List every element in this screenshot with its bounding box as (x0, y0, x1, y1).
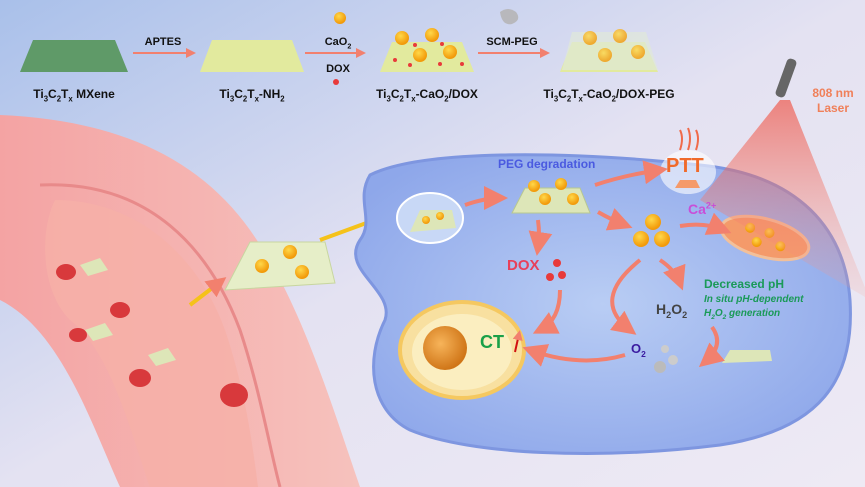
text-segment: x (411, 95, 416, 104)
text-segment: T (404, 87, 412, 101)
ct-label: CT (480, 332, 504, 352)
text-segment: C (391, 87, 400, 101)
text-segment: 2 (710, 314, 715, 321)
red-blood-cell (129, 369, 151, 387)
text-segment: x (255, 95, 260, 104)
text-segment: 2 (666, 310, 671, 320)
label-nh2: Ti3C2Tx-NH2 (219, 87, 285, 104)
nanosheet (80, 258, 108, 276)
laser-beam (700, 100, 865, 298)
text-segment: 2 (612, 95, 617, 104)
text-segment: 2 (567, 95, 572, 104)
red-blood-cell (220, 383, 248, 407)
text-segment: O (631, 341, 641, 356)
nanosheet (148, 348, 176, 366)
text-segment: x (579, 95, 584, 104)
o2-label: O2 (631, 341, 646, 359)
text-segment: C (558, 87, 567, 101)
cao2-particle (633, 231, 649, 247)
text-segment: -CaO (416, 87, 445, 101)
h2o2-generation-label: H2O2 generation (704, 308, 780, 321)
label-cao2-dox-peg: Ti3C2Tx-CaO2/DOX-PEG (543, 87, 674, 104)
text-segment: 2 (347, 42, 351, 50)
text-segment: 3 (387, 95, 392, 104)
cao2-particle (654, 231, 670, 247)
text-segment: T (61, 87, 69, 101)
text-segment: C (48, 87, 57, 101)
text-segment: O (715, 308, 723, 319)
increase-arrow-icon (512, 330, 523, 353)
text-segment: 2 (243, 95, 248, 104)
text-segment: -CaO (583, 87, 612, 101)
text-segment: 3 (44, 95, 49, 104)
label-mxene: Ti3C2Tx MXene (33, 87, 115, 104)
laser-device (775, 58, 797, 98)
text-segment: H (704, 308, 712, 319)
text-segment: H (656, 301, 666, 317)
arrow (188, 277, 227, 307)
text-segment: x (68, 95, 73, 104)
text-segment: T (247, 87, 255, 101)
text-segment: 3 (230, 95, 235, 104)
text-segment: T (571, 87, 579, 101)
text-segment: CaO (325, 36, 348, 48)
peg-degradation-label: PEG degradation (498, 157, 595, 171)
text-segment: 2 (400, 95, 405, 104)
mxene-sheet (20, 40, 128, 72)
text-segment: 3 (554, 95, 559, 104)
ptt-label: PTT (666, 155, 704, 177)
text-segment: Ti (543, 87, 553, 101)
text-segment: 2+ (706, 200, 716, 210)
nucleus (398, 300, 526, 400)
text-segment: MXene (73, 87, 115, 101)
text-segment: generation (726, 308, 780, 319)
text-segment: 2 (641, 349, 646, 359)
text-segment: Ti (219, 87, 229, 101)
pathway-arrows (464, 160, 732, 368)
text-segment: 2 (722, 314, 727, 321)
decreased-ph-label: Decreased pH (704, 277, 784, 291)
h2o2-label: H2O2 (656, 301, 687, 320)
text-segment: /DOX-PEG (616, 87, 675, 101)
dox-label: DOX (507, 257, 540, 274)
text-segment: /DOX (449, 87, 478, 101)
nanosheet (85, 323, 113, 341)
nh2-sheet (200, 40, 304, 72)
text-segment: Ti (33, 87, 43, 101)
label-scm-peg: SCM-PEG (486, 36, 537, 48)
synthesis-row (20, 9, 658, 85)
red-blood-cell (69, 328, 87, 342)
nanosheet-large (224, 241, 336, 291)
label-cao2: CaO2 (325, 36, 352, 50)
nanosheet-residual (722, 350, 772, 363)
cao2-icon (334, 12, 346, 24)
red-blood-cell (110, 302, 130, 318)
text-segment: 2 (280, 95, 285, 104)
text-segment: O (671, 301, 682, 317)
label-aptes: APTES (145, 36, 182, 48)
text-segment: Ti (376, 87, 386, 101)
laser-label: Laser (817, 101, 849, 115)
label-cao2-dox: Ti3C2Tx-CaO2/DOX (376, 87, 478, 104)
cao2-particle (645, 214, 661, 230)
label-dox: DOX (326, 63, 351, 75)
laser (700, 58, 865, 298)
text-segment: -NH (259, 87, 280, 101)
text-segment: 2 (444, 95, 449, 104)
red-blood-cell (56, 264, 76, 280)
peg-icon (500, 9, 519, 25)
cao2-dox-sheet (380, 42, 474, 72)
laser-wavelength: 808 nm (812, 86, 853, 100)
ca-label: Ca2+ (688, 200, 716, 217)
dox-icon (333, 79, 339, 85)
in-situ-label: In situ pH-dependent (704, 294, 804, 305)
text-segment: 2 (682, 310, 687, 320)
text-segment: Ca (688, 201, 706, 217)
text-segment: 2 (57, 95, 62, 104)
blood-vessel (0, 115, 360, 487)
text-segment: C (234, 87, 243, 101)
